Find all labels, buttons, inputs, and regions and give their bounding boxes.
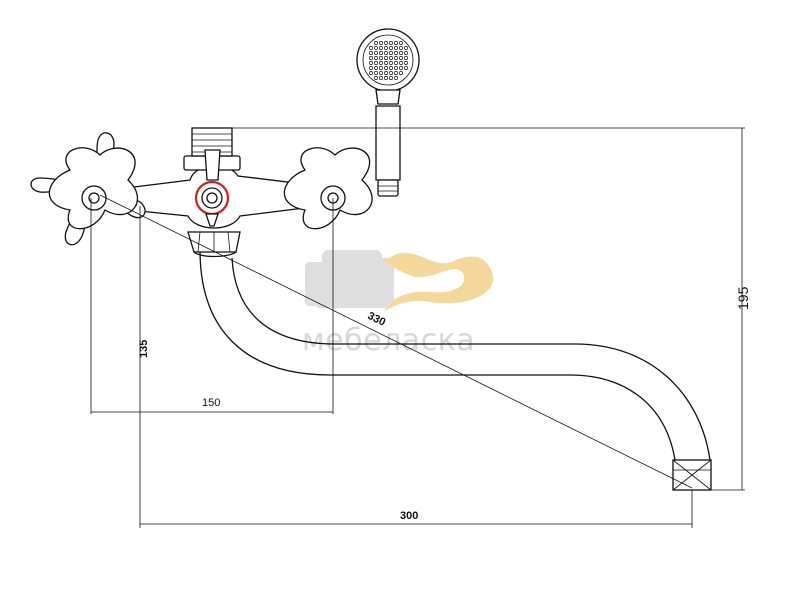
shower-hole — [379, 61, 383, 65]
shower-hole — [389, 46, 393, 50]
shower-hole — [399, 66, 403, 70]
shower-hole — [379, 76, 383, 80]
shower-hole — [374, 71, 378, 75]
shower-hole — [394, 76, 398, 80]
shower-hole — [379, 46, 383, 50]
shower-hole — [389, 71, 393, 75]
shower-hole — [404, 51, 408, 55]
dim-label-300: 300 — [400, 510, 418, 522]
shower-hole — [374, 51, 378, 55]
dim-label-195: 195 — [735, 286, 751, 310]
shower-hole — [369, 51, 373, 55]
shower-hole — [384, 76, 388, 80]
dimension-lines — [90, 127, 745, 528]
shower-hole — [399, 51, 403, 55]
shower-hole — [374, 61, 378, 65]
shower-hole — [379, 41, 383, 45]
shower-hole — [394, 66, 398, 70]
diverter-lever — [204, 149, 221, 181]
dim-label-150: 150 — [202, 397, 220, 409]
shower-hole — [389, 41, 393, 45]
watermark-sofa-icon — [305, 250, 394, 308]
shower-hole — [404, 61, 408, 65]
shower-holes — [369, 41, 408, 80]
shower-hole — [399, 41, 403, 45]
shower-handle — [375, 105, 401, 181]
shower-hole — [379, 56, 383, 60]
left-cross-handle — [30, 132, 146, 246]
shower-hole — [394, 61, 398, 65]
shower-hole — [374, 46, 378, 50]
shower-hole — [394, 51, 398, 55]
shower-hole — [374, 76, 378, 80]
shower-hole — [394, 71, 398, 75]
shower-hole — [384, 46, 388, 50]
shower-hole — [384, 41, 388, 45]
shower-hole — [369, 56, 373, 60]
shower-hole — [384, 61, 388, 65]
shower-hole — [404, 56, 408, 60]
shower-hole — [389, 66, 393, 70]
spout-aerator — [672, 459, 712, 491]
shower-hole — [394, 41, 398, 45]
shower-hole — [374, 56, 378, 60]
shower-head — [356, 28, 420, 92]
spout — [199, 249, 712, 491]
shower-hole — [374, 66, 378, 70]
shower-hole — [399, 46, 403, 50]
shower-hole — [399, 56, 403, 60]
watermark-wave-icon — [384, 252, 494, 312]
mixer-body — [109, 127, 321, 229]
shower-hole — [379, 51, 383, 55]
diverter-center — [206, 192, 218, 204]
shower-hole — [389, 51, 393, 55]
shower-hole — [399, 71, 403, 75]
right-cross-handle — [283, 147, 373, 230]
shower-hole — [404, 66, 408, 70]
shower-hole — [384, 56, 388, 60]
shower-hole — [384, 71, 388, 75]
hand-shower — [356, 28, 420, 197]
shower-hole — [369, 66, 373, 70]
shower-hole — [384, 51, 388, 55]
shower-hole — [389, 76, 393, 80]
shower-hole — [369, 71, 373, 75]
dim-label-135: 135 — [138, 340, 150, 358]
shower-hole — [394, 46, 398, 50]
shower-hole — [369, 61, 373, 65]
shower-hole — [379, 71, 383, 75]
shower-hole — [379, 66, 383, 70]
shower-hole — [394, 56, 398, 60]
shower-hole — [384, 66, 388, 70]
shower-hole — [404, 46, 408, 50]
watermark-logo: мебеласка — [302, 250, 494, 358]
shower-hole — [389, 56, 393, 60]
spout-swivel-nut — [187, 231, 241, 258]
shower-hole — [374, 41, 378, 45]
shower-hole — [399, 61, 403, 65]
shower-hole — [369, 46, 373, 50]
shower-hole — [389, 61, 393, 65]
watermark-text: мебеласка — [302, 323, 475, 358]
dimension-labels: 330 135 150 300 195 — [138, 286, 751, 522]
